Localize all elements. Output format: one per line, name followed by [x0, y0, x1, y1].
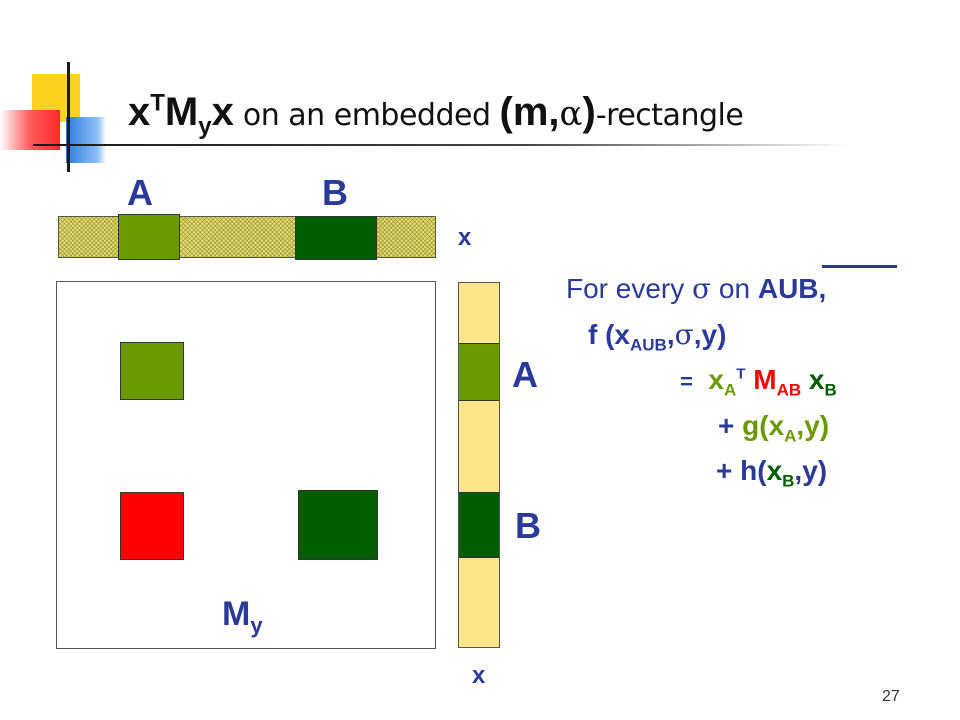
formula-aub: AUB,	[757, 273, 827, 304]
vertical-vector-block-B	[459, 492, 499, 558]
formula-plus-h: + h(	[716, 455, 767, 486]
formula-line-4: + g(xA,y)	[718, 410, 829, 447]
formula-h-rest: ,y)	[794, 455, 828, 486]
matrix-label: My	[222, 595, 263, 639]
formula-h-x: x	[766, 455, 783, 486]
formula-g-rest: ,y)	[796, 410, 830, 441]
title-y-sub: y	[198, 113, 212, 140]
matrix-label-sub: y	[250, 612, 263, 638]
formula-xA-sup: T	[736, 365, 746, 383]
formula-g: g(x	[742, 410, 785, 441]
formula-M: M	[753, 364, 777, 395]
right-label-B: B	[515, 505, 541, 546]
top-vector-block-A	[118, 214, 180, 260]
bottom-x-label: x	[472, 662, 486, 689]
aub-overline	[822, 265, 897, 268]
logo-red-bar	[0, 110, 60, 150]
formula-line-5: + h(xB,y)	[716, 455, 827, 492]
formula-line-3: = xAT MAB xB	[680, 364, 837, 401]
logo-blue-square	[66, 117, 106, 163]
title-x2: x	[211, 90, 234, 134]
formula-line-2: f (xAUB,σ,y)	[588, 318, 726, 356]
title-suffix: -rectangle	[595, 98, 744, 133]
formula-for-every: For every	[566, 273, 693, 304]
title-paren-close: )	[582, 90, 596, 134]
formula-plus-g: +	[718, 410, 743, 441]
page-number: 27	[882, 688, 900, 705]
formula-f: f (x	[588, 319, 630, 350]
top-label-B: B	[322, 172, 348, 213]
formula-xB: x	[808, 364, 825, 395]
formula-on: on	[711, 273, 758, 304]
top-vector-bar	[58, 216, 436, 258]
matrix-block-A	[120, 342, 184, 400]
formula-xB-sub: B	[824, 380, 837, 400]
title-x: x	[128, 90, 151, 134]
formula-f-comma: ,	[666, 319, 675, 350]
matrix-block-B	[298, 490, 378, 560]
slide-title: xTMyx on an embedded (m,α)-rectangle	[128, 88, 744, 140]
formula-xA: x	[708, 364, 724, 395]
title-text: on an embedded	[233, 98, 500, 133]
right-label-A: A	[512, 354, 538, 395]
top-label-A: A	[127, 172, 153, 213]
title-alpha: α	[559, 94, 583, 134]
title-paren-open: (m,	[499, 90, 560, 134]
formula-equals: =	[680, 369, 693, 394]
vertical-vector-block-A	[459, 343, 499, 401]
vertical-vector-bar	[458, 282, 500, 648]
title-T: T	[150, 89, 165, 117]
matrix-block-red	[120, 492, 184, 560]
formula-M-sub: AB	[776, 380, 802, 400]
formula-line-1: For every σ on AUB,	[566, 272, 826, 305]
logo-vertical-line	[67, 62, 70, 172]
formula-xA-sub: A	[724, 380, 737, 400]
formula-f-sub: AUB	[630, 335, 667, 355]
formula-h-sub: B	[782, 471, 795, 491]
top-vector-block-B	[295, 216, 377, 260]
title-M: M	[164, 90, 199, 134]
top-x-label: x	[458, 224, 472, 251]
title-underline	[33, 144, 853, 146]
formula-f-sigma: σ	[674, 318, 694, 351]
matrix-label-M: M	[222, 595, 251, 633]
formula-g-sub: A	[784, 426, 797, 446]
formula-sigma: σ	[692, 272, 712, 305]
formula-f-rest: ,y)	[693, 319, 727, 350]
matrix-My	[56, 281, 436, 649]
